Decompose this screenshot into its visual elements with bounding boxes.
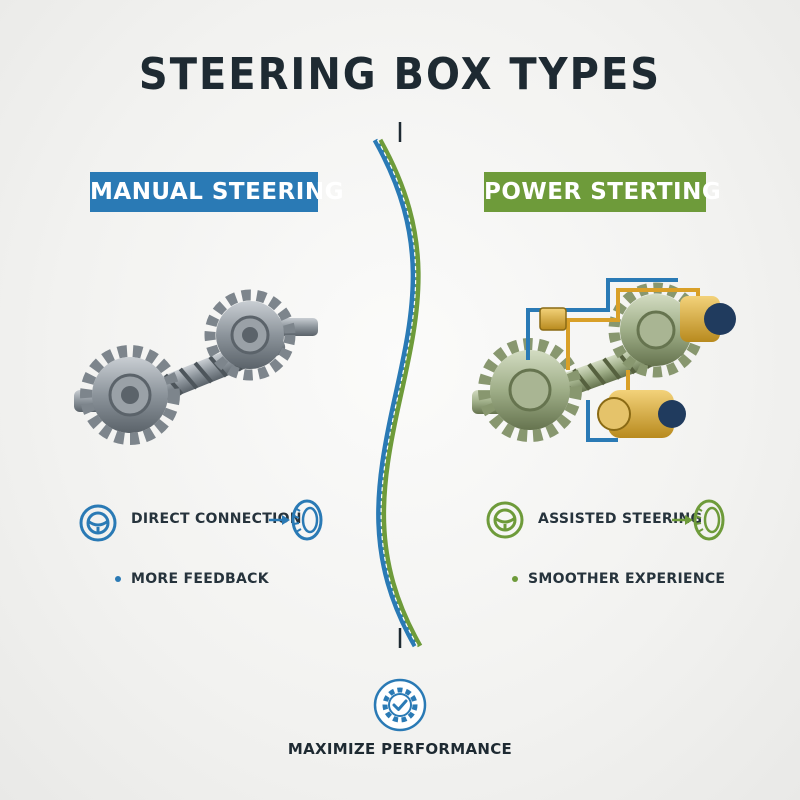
power-feature-secondary: SMOOTHER EXPERIENCE bbox=[528, 571, 726, 587]
manual-feature-primary: DIRECT CONNECTION bbox=[131, 511, 302, 527]
power-steering-label: POWER STERTING bbox=[484, 172, 721, 212]
power-feature-primary: ASSISTED STEERING bbox=[538, 511, 703, 527]
arrow-right-icon bbox=[672, 515, 693, 525]
page-title: STEERING BOX TYPES bbox=[138, 50, 662, 100]
steering-wheel-icon bbox=[486, 501, 524, 539]
power-gearbox-illustration bbox=[472, 278, 736, 442]
bullet-dot bbox=[115, 576, 121, 582]
manual-gearbox-illustration bbox=[74, 289, 318, 445]
manual-steering-label: MANUAL STEERING bbox=[90, 172, 343, 212]
arrow-right-icon bbox=[269, 515, 290, 525]
manual-feature-secondary: MORE FEEDBACK bbox=[131, 571, 269, 587]
tire-icon bbox=[693, 499, 725, 541]
tire-icon bbox=[291, 499, 323, 541]
gear-check-icon bbox=[373, 678, 427, 732]
bullet-dot bbox=[512, 576, 518, 582]
wavy-divider bbox=[372, 122, 423, 648]
steering-wheel-icon bbox=[79, 504, 117, 542]
footer-label: MAXIMIZE PERFORMANCE bbox=[287, 740, 513, 758]
